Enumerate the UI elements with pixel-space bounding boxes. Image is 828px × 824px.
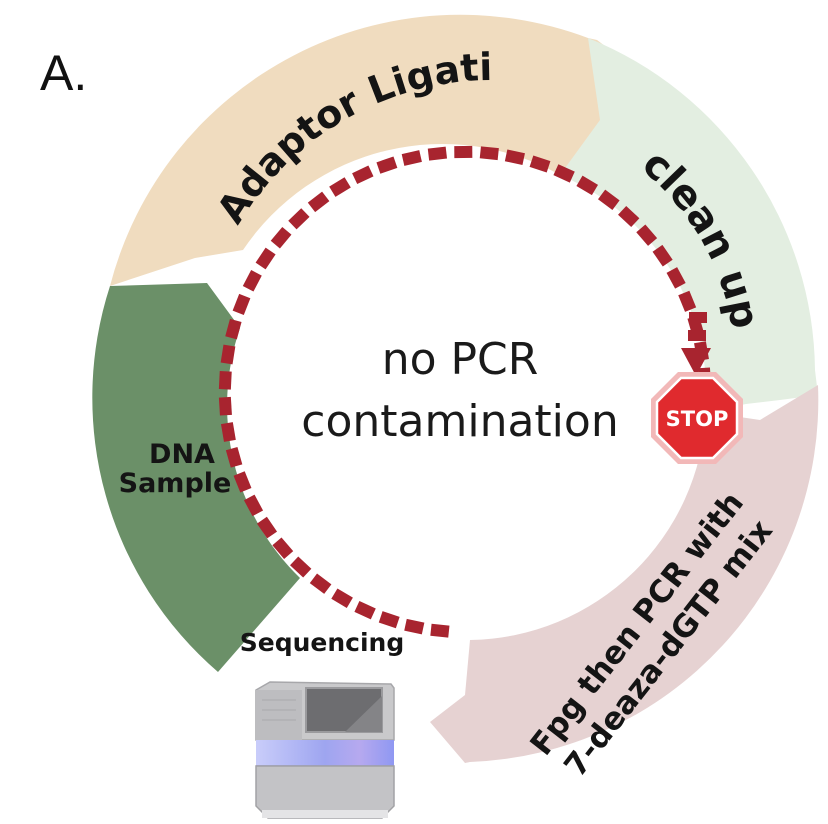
dash-segment: [256, 516, 278, 539]
dash-segment: [652, 244, 673, 267]
dash-segment: [354, 600, 376, 620]
dash-segment: [242, 270, 262, 292]
panel-label: A.: [40, 45, 87, 101]
dash-segment: [401, 150, 422, 166]
dash-segment: [454, 145, 473, 159]
dash-segment: [618, 205, 640, 228]
dash-segment: [220, 422, 236, 442]
dash-segment: [479, 146, 499, 161]
dash-segment: [553, 164, 575, 183]
center-text-line2: contamination: [301, 396, 618, 447]
label-dna-line1: DNA: [149, 439, 215, 470]
sequencer-machine-icon: [255, 681, 395, 819]
dash-segment: [404, 618, 425, 635]
dash-segment: [688, 330, 706, 341]
dash-segment: [270, 226, 292, 249]
cycle-ring: [92, 14, 819, 763]
dash-segment: [288, 208, 310, 230]
dash-segment: [504, 149, 525, 165]
dash-segment: [225, 318, 242, 340]
dash-segment: [255, 247, 276, 270]
segment-dna-sample: [92, 283, 300, 672]
dash-segment: [678, 290, 697, 312]
dash-segment: [309, 573, 332, 594]
dash-segment: [329, 177, 351, 197]
dash-segment: [243, 494, 264, 517]
dash-segment: [689, 312, 707, 323]
dash-segment: [427, 146, 448, 161]
dash-segment: [232, 293, 251, 315]
dash-segment: [331, 588, 353, 608]
segment-fpg-pcr: [430, 385, 819, 763]
dashed-arrowhead-icon: [681, 348, 711, 376]
label-sequencing: Sequencing: [240, 628, 405, 657]
dash-segment: [576, 175, 599, 196]
stop-sign-text: STOP: [666, 407, 729, 431]
segment-adaptor-ligation: [110, 14, 650, 287]
dash-segment: [636, 224, 658, 246]
dash-segment: [220, 344, 236, 365]
dash-segment: [218, 371, 232, 390]
inner-disk: [238, 168, 702, 632]
center-text-line1: no PCR: [382, 334, 539, 385]
label-dna-line2: Sample: [119, 468, 232, 499]
dash-segment: [225, 447, 243, 468]
dash-segment: [233, 471, 252, 493]
dash-segment: [290, 556, 312, 578]
dash-segment: [307, 191, 330, 213]
dash-segment: [218, 396, 232, 416]
dash-segment: [352, 165, 374, 185]
dash-segment: [378, 611, 400, 629]
dash-segment: [666, 267, 686, 289]
stop-sign-icon: STOP: [651, 372, 743, 464]
dash-segment: [376, 156, 398, 174]
dash-segment: [529, 155, 551, 173]
dash-segment: [430, 623, 450, 638]
dash-segment: [597, 189, 620, 210]
dash-segment: [272, 537, 294, 559]
segment-clean-up: [560, 38, 818, 412]
